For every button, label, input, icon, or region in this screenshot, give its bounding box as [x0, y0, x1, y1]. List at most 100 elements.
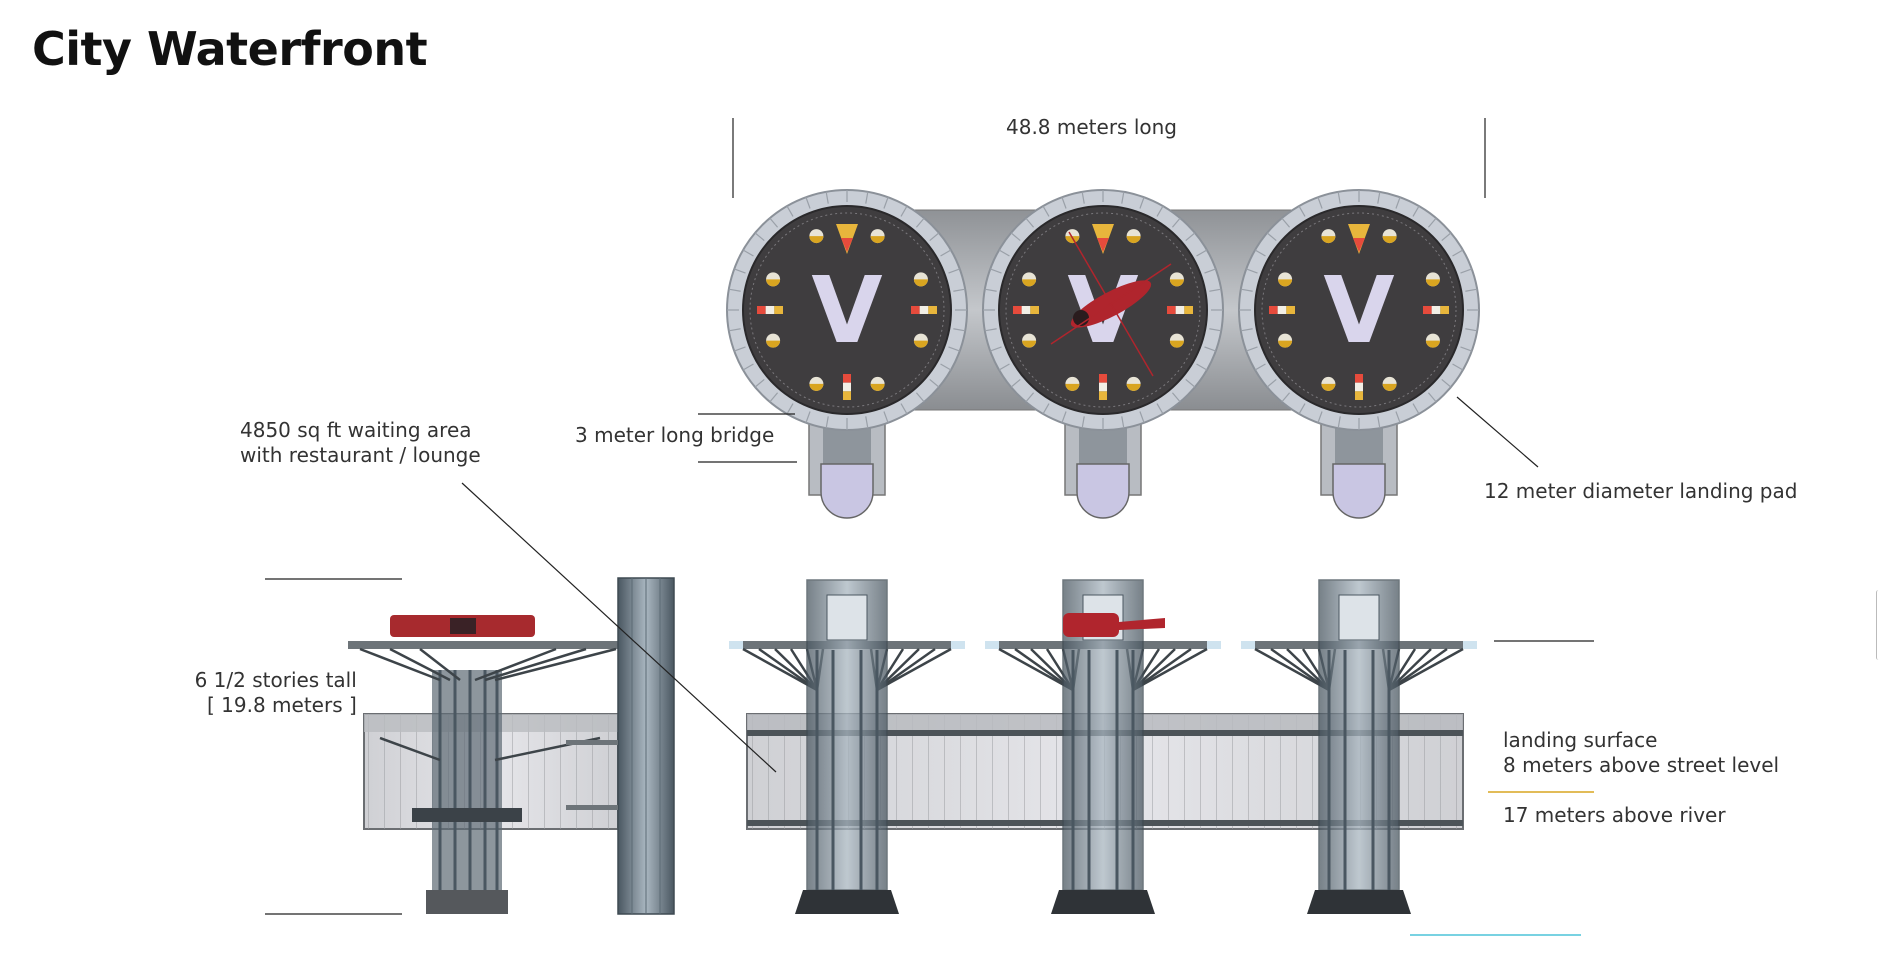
tower-base	[795, 890, 899, 914]
rim-segment	[734, 268, 746, 274]
stripe-marker	[843, 382, 851, 392]
rim-segment	[1254, 249, 1266, 257]
rim-segment	[883, 411, 889, 423]
rim-segment	[1010, 232, 1021, 242]
rim-segment	[742, 363, 754, 371]
rim-segment	[900, 205, 908, 217]
stripe-marker	[919, 306, 929, 314]
rim-segment	[1281, 217, 1291, 228]
rim-segment	[929, 378, 940, 388]
rim-segment	[1246, 268, 1258, 274]
pad-light-half	[1169, 340, 1184, 348]
rim-segment	[915, 392, 925, 403]
rim-segment	[1139, 197, 1145, 209]
support-strut	[742, 647, 818, 692]
elevator-door	[826, 594, 868, 641]
rim-segment	[1156, 205, 1164, 217]
stripe-marker	[1269, 306, 1278, 314]
waiting-area-label-line1: 4850 sq ft waiting area	[240, 418, 472, 442]
stripe-marker	[1440, 306, 1449, 314]
support-strut	[1132, 647, 1208, 692]
stripe-marker	[774, 306, 783, 314]
stripe-marker	[1021, 306, 1031, 314]
rim-segment	[1412, 205, 1420, 217]
rim-segment	[1441, 232, 1452, 242]
elevator-cab	[1332, 463, 1386, 519]
pad-letter: V	[1323, 257, 1394, 364]
pad-light-half	[913, 340, 928, 348]
rim-segment	[1377, 191, 1381, 204]
rim-segment	[1139, 411, 1145, 423]
rim-segment	[1377, 416, 1381, 429]
rim-segment	[940, 249, 952, 257]
stripe-marker	[1431, 306, 1441, 314]
rim-segment	[1185, 378, 1196, 388]
rim-segment	[754, 378, 765, 388]
deck-light	[951, 641, 965, 649]
rotor-blade	[1068, 231, 1112, 305]
stripe-marker	[765, 306, 775, 314]
stripe-marker	[1355, 391, 1363, 400]
support-strut	[1388, 647, 1464, 692]
stripe-marker	[1286, 306, 1295, 314]
pad-tower-2	[985, 579, 1221, 914]
waiting-structure-side	[348, 577, 675, 915]
length-label: 48.8 meters long	[1006, 115, 1177, 139]
deck-light	[985, 641, 999, 649]
stripe-marker	[757, 306, 766, 314]
rim-segment	[865, 191, 869, 204]
pad-light-half	[1321, 383, 1336, 391]
pad-light-half	[870, 236, 885, 244]
pad-light-half	[766, 279, 781, 287]
landing-surface-label-line1: landing surface	[1503, 728, 1658, 752]
rim-segment	[786, 205, 794, 217]
rim-segment	[1081, 416, 1085, 429]
pad-light-half	[1065, 236, 1080, 244]
pad-light-half	[870, 383, 885, 391]
rim-segment	[769, 392, 779, 403]
support-strut	[1254, 647, 1330, 692]
pad-edge-markings	[1261, 212, 1457, 408]
scrollbar[interactable]	[1876, 590, 1881, 660]
rim-segment	[1266, 378, 1277, 388]
rim-segment	[1254, 363, 1266, 371]
stripe-marker	[1030, 306, 1039, 314]
rim-segment	[1209, 288, 1222, 292]
rim-segment	[1025, 392, 1035, 403]
rim-segment	[1465, 328, 1478, 332]
stripe-marker	[911, 306, 920, 314]
rim-segment	[1427, 392, 1437, 403]
pad-edge-markings	[749, 212, 945, 408]
rim-segment	[825, 191, 829, 204]
rim-segment	[1240, 328, 1253, 332]
rim-segment	[915, 217, 925, 228]
page-title: City Waterfront	[32, 22, 428, 76]
pad-light-half	[809, 383, 824, 391]
pad-light-half	[1169, 279, 1184, 287]
rim-segment	[1246, 346, 1258, 352]
rim-segment	[1185, 232, 1196, 242]
landing-pad-2: V	[982, 189, 1224, 519]
rim-segment	[1395, 197, 1401, 209]
stripe-marker	[1355, 374, 1363, 383]
height-label-line2: [ 19.8 meters ]	[207, 693, 357, 717]
rim-segment	[990, 346, 1002, 352]
helicopter-plan	[1050, 231, 1172, 377]
rotor-blade	[1110, 263, 1172, 305]
heading-marker-tip	[1353, 238, 1365, 252]
pad-light-half	[1382, 236, 1397, 244]
rim-segment	[1121, 191, 1125, 204]
pad-light-half	[1022, 340, 1037, 348]
rim-segment	[1427, 217, 1437, 228]
rim-segment	[940, 363, 952, 371]
landing-pad-1: V	[726, 189, 968, 519]
rim-segment	[865, 416, 869, 429]
rim-segment	[1281, 392, 1291, 403]
deck-light	[1463, 641, 1477, 649]
rotor-blade	[1050, 303, 1112, 345]
landing-pad-3: V	[1238, 189, 1480, 519]
pad-light-half	[1065, 383, 1080, 391]
rim-segment	[1061, 411, 1067, 423]
rim-segment	[1465, 288, 1478, 292]
